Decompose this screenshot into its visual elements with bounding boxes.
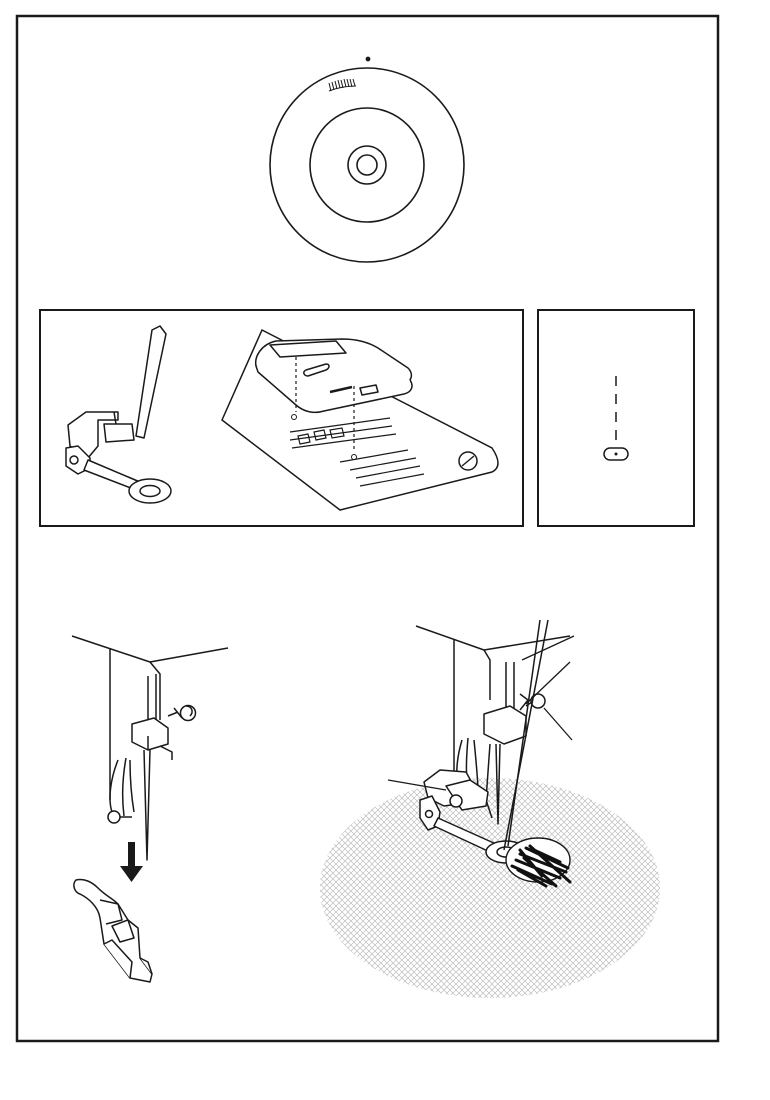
presser-bar-tongs (110, 758, 134, 816)
presser-foot-shank (74, 879, 152, 982)
dial-middle-ring (310, 108, 424, 222)
dial-hub-ring (348, 146, 386, 184)
needle (144, 750, 150, 860)
presser-foot-screw (108, 811, 120, 823)
dial-outer-ring (270, 68, 464, 262)
leader-3 (544, 708, 572, 740)
dial-tick-scale (329, 79, 356, 91)
callout-leaders (388, 636, 574, 790)
dial-hub-center (357, 155, 377, 175)
needle-clamp (132, 718, 168, 750)
dial-marker-dot (366, 57, 371, 62)
foot-ring-inner (140, 486, 160, 497)
stitch-length-dial-icon (270, 57, 464, 262)
alignment-hole-left (292, 415, 297, 420)
alignment-hole-right (352, 455, 357, 460)
presser-bar (506, 662, 514, 710)
presser-foot-icon (74, 879, 152, 982)
arrow-down-icon (120, 842, 143, 882)
foot-lever-arm (136, 326, 166, 438)
needle-position-icon (604, 376, 628, 460)
needle-clamp (484, 706, 526, 744)
darning-foot-icon (66, 326, 171, 503)
needle-bar-assembly-left (72, 636, 228, 860)
machine-head-top (72, 636, 228, 662)
